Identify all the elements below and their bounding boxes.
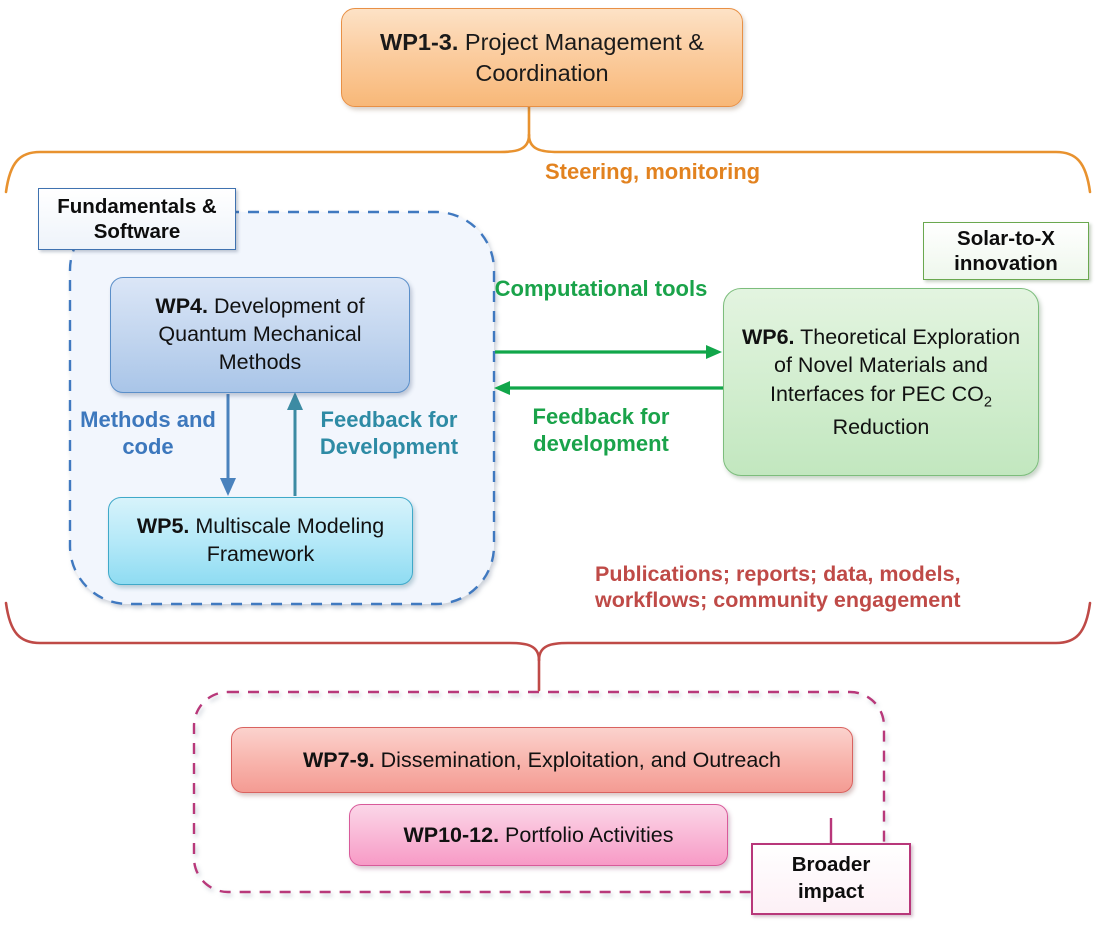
wp10-12-code: WP10-12.: [403, 822, 500, 847]
wp4-box[interactable]: WP4. Development of Quantum Mechanical M…: [110, 277, 410, 393]
wp5-title: Multiscale Modeling Framework: [189, 514, 385, 566]
wp7-9-code: WP7-9.: [302, 747, 375, 772]
wp10-12-title: Portfolio Activities: [499, 822, 674, 847]
wp6-subscript: 2: [983, 394, 993, 411]
wp1-3-code: WP1-3.: [380, 29, 459, 56]
wp5-text: WP5. Multiscale Modeling Framework: [109, 513, 412, 569]
feedback-for-development-blue-label: Feedback for Development: [319, 407, 459, 459]
wp10-12-box[interactable]: WP10-12. Portfolio Activities: [349, 804, 728, 866]
publications-brace: [4, 601, 1092, 692]
wp6-text: WP6. Theoretical Exploration of Novel Ma…: [724, 323, 1038, 442]
wp7-9-title: Dissemination, Exploitation, and Outreac…: [374, 747, 781, 772]
wp4-code: WP4.: [155, 294, 208, 319]
wp5-code: WP5.: [136, 514, 190, 539]
feedback-green-arrow: [494, 381, 723, 395]
wp7-9-text: WP7-9. Dissemination, Exploitation, and …: [232, 748, 852, 773]
wp6-box[interactable]: WP6. Theoretical Exploration of Novel Ma…: [723, 288, 1039, 476]
wp1-3-box[interactable]: WP1-3. Project Management & Coordination: [341, 8, 743, 107]
broader-impact-label: Broader impact: [791, 853, 871, 903]
wp6-title-tail: Reduction: [832, 414, 930, 439]
solar-to-x-label: Solar-to-X innovation: [954, 227, 1058, 275]
fundamentals-software-tag[interactable]: Fundamentals & Software: [38, 188, 236, 250]
wp10-12-text: WP10-12. Portfolio Activities: [350, 823, 727, 848]
publications-label: Publications; reports; data, models, wor…: [595, 562, 961, 613]
wp6-code: WP6.: [741, 324, 795, 349]
steering-monitoring-label: Steering, monitoring: [545, 159, 761, 184]
wp4-title: Development of Quantum Mechanical Method…: [158, 294, 365, 374]
fundamentals-software-label: Fundamentals & Software: [57, 195, 217, 243]
methods-and-code-arrow: [220, 394, 236, 496]
wp4-text: WP4. Development of Quantum Mechanical M…: [111, 293, 409, 377]
wp5-box[interactable]: WP5. Multiscale Modeling Framework: [108, 497, 413, 585]
computational-tools-arrow: [495, 345, 722, 359]
feedback-for-development-green-label: Feedback for development: [532, 404, 670, 456]
solar-to-x-tag[interactable]: Solar-to-X innovation: [923, 222, 1089, 280]
wp1-3-title: Project Management & Coordination: [458, 29, 704, 86]
computational-tools-label: Computational tools: [494, 276, 708, 301]
broader-impact-tag[interactable]: Broader impact: [751, 843, 911, 915]
wp6-title: Theoretical Exploration of Novel Materia…: [769, 324, 1021, 406]
wp1-3-text: WP1-3. Project Management & Coordination: [342, 27, 742, 87]
methods-and-code-label: Methods and code: [80, 407, 216, 459]
wp7-9-box[interactable]: WP7-9. Dissemination, Exploitation, and …: [231, 727, 853, 793]
